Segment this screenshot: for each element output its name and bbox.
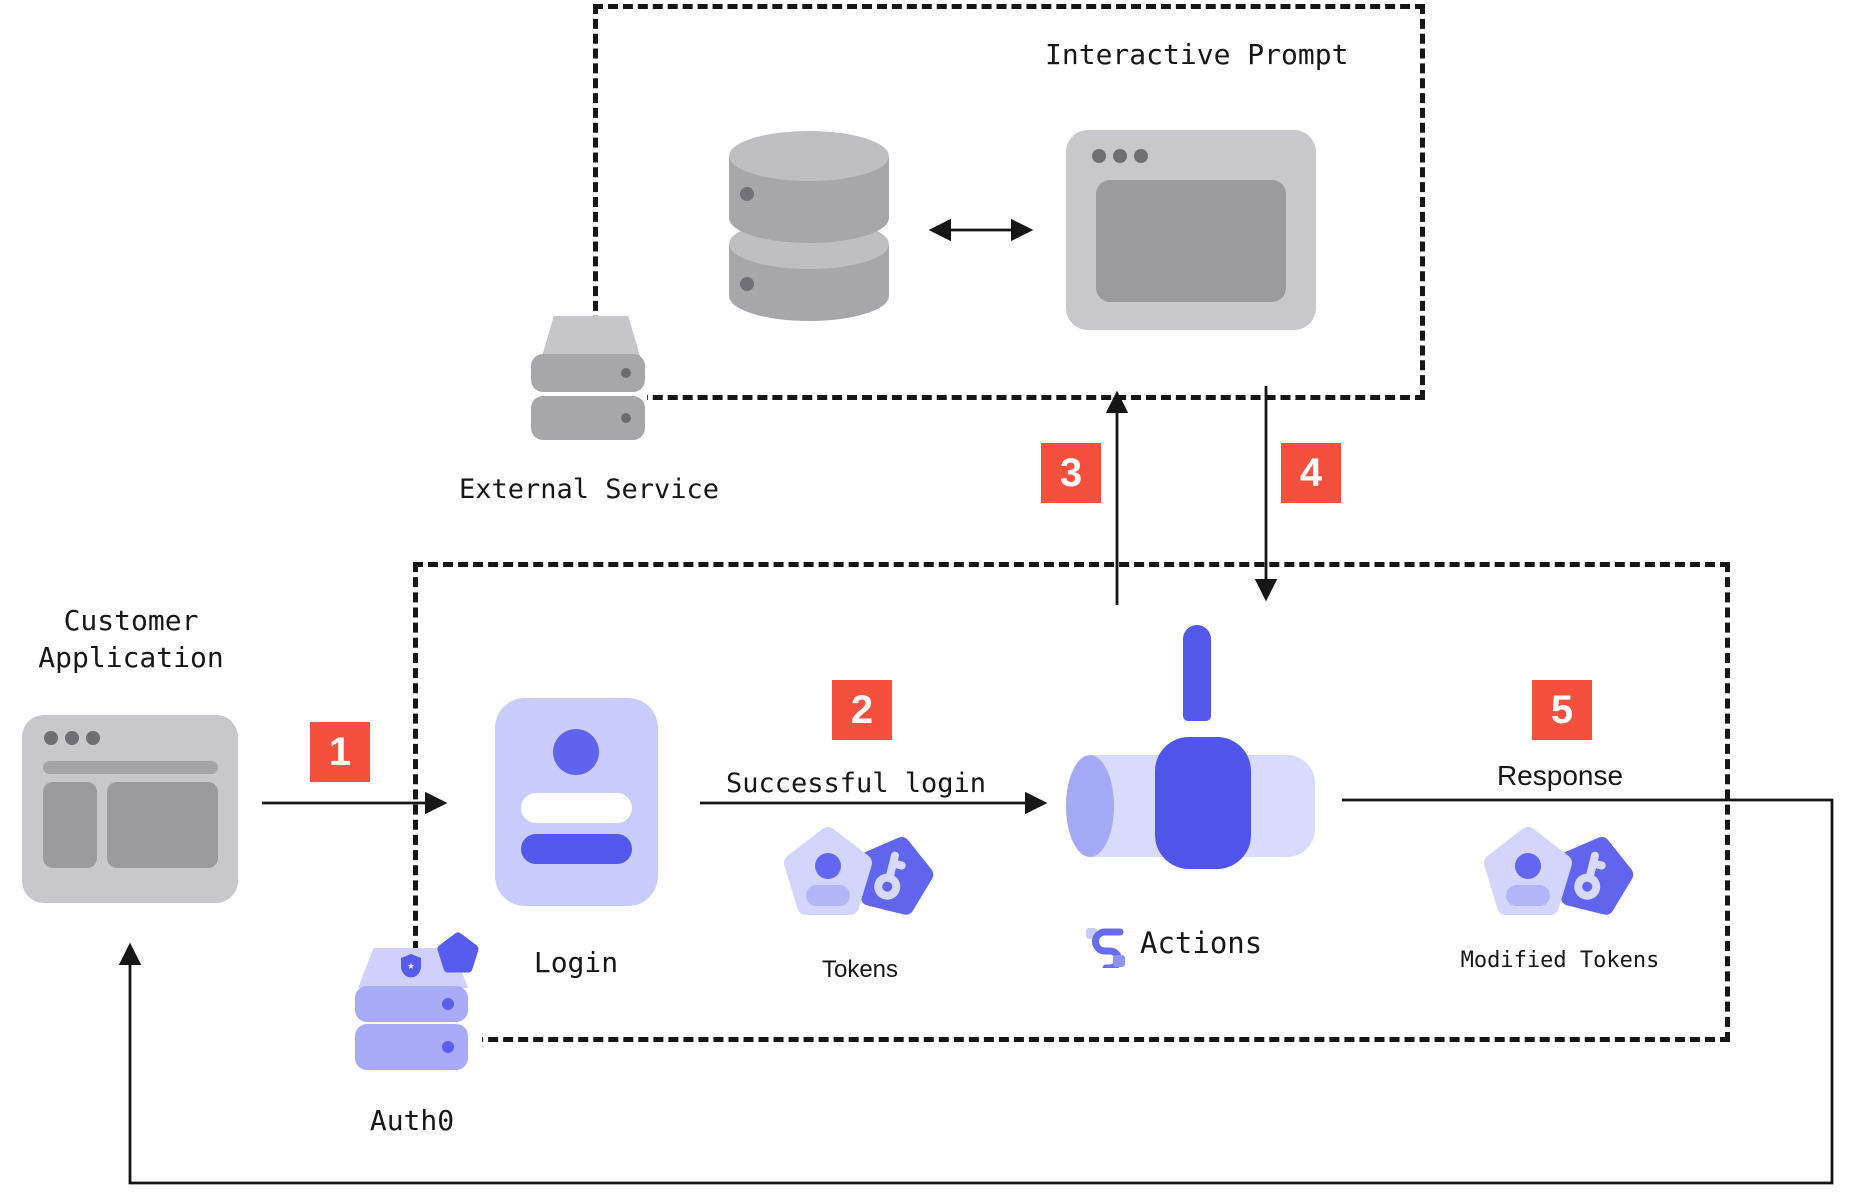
response-label: Response [1496, 760, 1624, 791]
step-number: 4 [1299, 450, 1323, 495]
pipe-valve-ring [1155, 737, 1251, 869]
address-bar [43, 761, 218, 774]
arrow-step5-response-return [118, 798, 1834, 1185]
server-slab [355, 986, 468, 1022]
external-service-label: External Service [458, 474, 720, 505]
step-number: 3 [1059, 450, 1083, 495]
tokens-icon [784, 827, 934, 915]
interactive-prompt-box [593, 4, 1425, 400]
step-badge-3: 3 [1041, 443, 1101, 503]
customer-application-line2: Application [38, 641, 224, 674]
browser-sidebar-pane [43, 782, 97, 868]
server-slab [531, 396, 645, 440]
key-pentagon-icon [1559, 836, 1634, 915]
browser-content-pane [107, 782, 218, 868]
prompt-browser-window-icon [1066, 130, 1316, 330]
database-icon [729, 131, 889, 321]
key-pentagon-icon [859, 836, 934, 915]
pentagon-badge-icon [437, 932, 479, 973]
user-head [815, 853, 841, 879]
login-input-field [521, 793, 632, 823]
browser-content-pane [1096, 180, 1286, 302]
star-glyph: ★ [407, 958, 414, 972]
server-slab [355, 1024, 468, 1070]
auth0-server-icon: ★ [352, 948, 482, 1074]
pipe-valve-handle [1183, 625, 1211, 721]
tokens-label: Tokens [821, 956, 899, 983]
customer-app-browser-icon [22, 715, 238, 903]
login-button-shape [521, 834, 632, 864]
key-icon [874, 851, 906, 900]
login-screen-icon [495, 698, 658, 906]
user-head [1515, 853, 1541, 879]
step-badge-2: 2 [832, 680, 892, 740]
modified-tokens-icon [1484, 827, 1634, 915]
user-pentagon-icon [784, 827, 872, 915]
window-dots [1092, 149, 1148, 163]
actions-glyph-icon [1086, 928, 1125, 968]
auth0-shield-icon: ★ [400, 954, 422, 978]
modified-tokens-label: Modified Tokens [1460, 948, 1660, 973]
login-label: Login [533, 946, 619, 979]
user-body [1506, 885, 1550, 906]
pipe-end-cap [1066, 755, 1114, 857]
step-badge-4: 4 [1281, 443, 1341, 503]
actions-label: Actions [1140, 926, 1263, 960]
window-dots [44, 731, 100, 745]
step-badge-5: 5 [1532, 680, 1592, 740]
step-number: 5 [1550, 687, 1574, 732]
step-number: 2 [850, 687, 874, 732]
external-service-server-icon [531, 316, 647, 442]
interactive-prompt-title: Interactive Prompt [1045, 38, 1349, 71]
step-number: 1 [328, 729, 352, 774]
user-body [806, 885, 850, 906]
successful-login-label: Successful login [725, 768, 987, 799]
step-badge-1: 1 [310, 722, 370, 782]
auth0-label: Auth0 [369, 1104, 455, 1137]
server-top [542, 316, 640, 356]
key-icon [1574, 851, 1606, 900]
user-pentagon-icon [1484, 827, 1572, 915]
user-avatar-icon [553, 729, 599, 775]
customer-application-line1: Customer [63, 604, 199, 637]
server-slab [531, 354, 645, 392]
